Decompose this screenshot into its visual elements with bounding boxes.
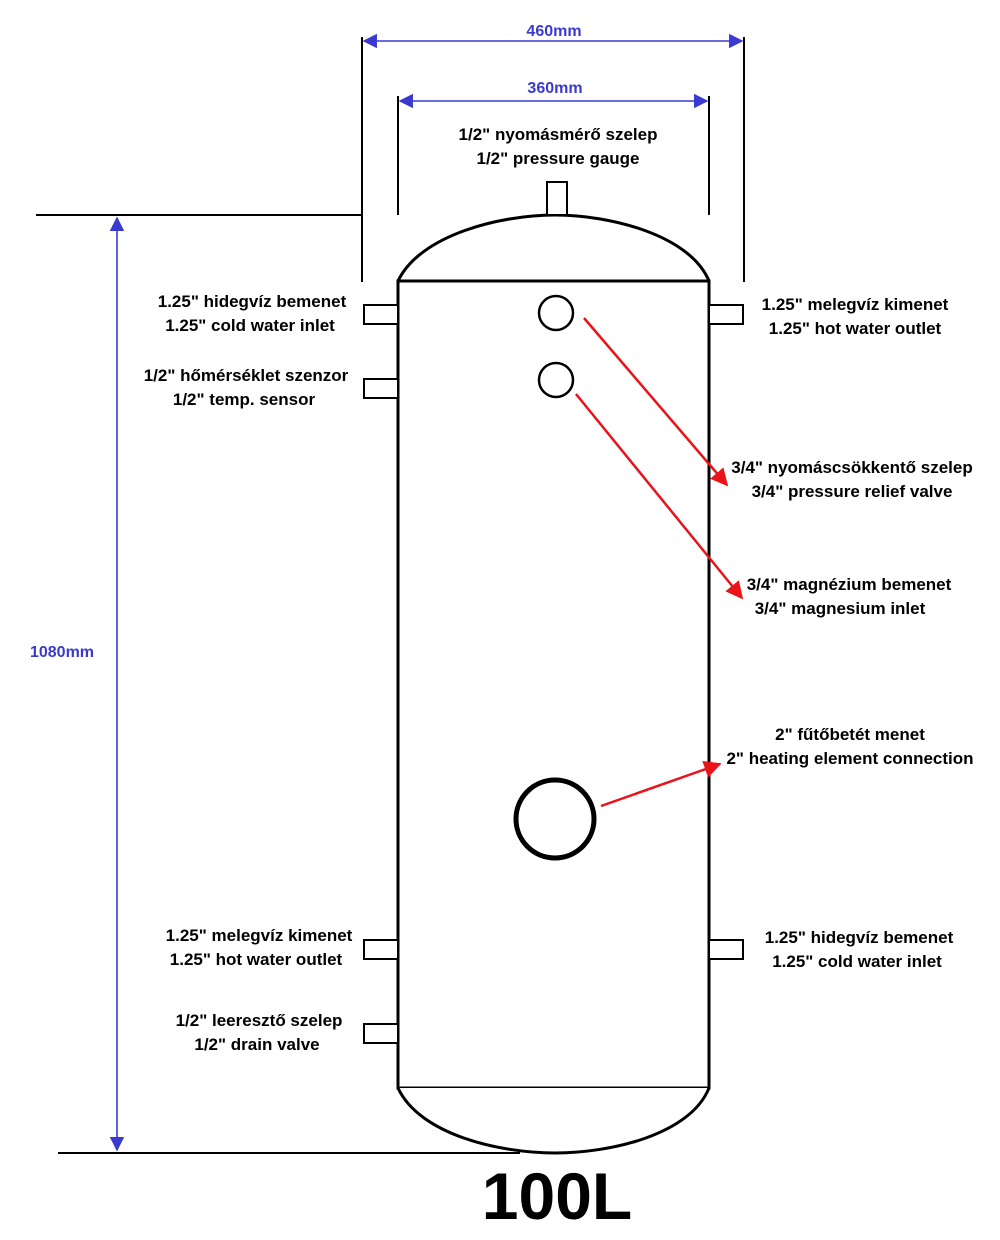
- right-cold-inlet-fitting: [708, 939, 744, 960]
- top-label-hu: 1/2" nyomásmérő szelep: [459, 125, 658, 144]
- right-hot-outlet-en: 1.25" hot water outlet: [769, 319, 942, 338]
- right-relief-valve-en: 3/4" pressure relief valve: [752, 482, 953, 501]
- right-heating-en: 2" heating element connection: [726, 749, 973, 768]
- heating-element-pointer: [600, 760, 722, 808]
- height-label: 1080mm: [30, 644, 94, 661]
- right-cold-inlet-en: 1.25" cold water inlet: [772, 952, 942, 971]
- extension-lines: [36, 37, 745, 1154]
- left-temp-sensor-fitting: [363, 378, 399, 399]
- relief-valve-pointer: [583, 317, 729, 487]
- tank-shell: [396, 279, 711, 1090]
- left-cold-inlet-fitting: [363, 304, 399, 325]
- left-temp-sensor-hu: 1/2" hőmérséklet szenzor: [144, 366, 349, 385]
- left-drain-en: 1/2" drain valve: [194, 1035, 319, 1054]
- outer-width-label: 460mm: [526, 23, 581, 40]
- left-hot-outlet-hu: 1.25" melegvíz kimenet: [166, 926, 353, 945]
- tank-bottom-dome: [396, 1087, 711, 1155]
- inner-width-label: 360mm: [527, 80, 582, 97]
- dimension-arrows: [109, 33, 744, 1152]
- left-temp-sensor-en: 1/2" temp. sensor: [173, 390, 316, 409]
- left-hot-outlet-en: 1.25" hot water outlet: [170, 950, 343, 969]
- magnesium-opening: [537, 361, 575, 399]
- right-hot-outlet-fitting: [708, 304, 744, 325]
- relief-valve-opening: [537, 294, 575, 332]
- left-drain-hu: 1/2" leeresztő szelep: [176, 1011, 343, 1030]
- right-magnesium-en: 3/4" magnesium inlet: [755, 599, 926, 618]
- right-cold-inlet-hu: 1.25" hidegvíz bemenet: [765, 928, 954, 947]
- right-relief-valve-hu: 3/4" nyomáscsökkentő szelep: [731, 458, 972, 477]
- left-cold-inlet-hu: 1.25" hidegvíz bemenet: [158, 292, 347, 311]
- top-label-en: 1/2" pressure gauge: [476, 149, 639, 168]
- right-magnesium-hu: 3/4" magnézium bemenet: [747, 575, 952, 594]
- heating-element-opening: [513, 777, 597, 861]
- capacity-label: 100L: [482, 1159, 632, 1233]
- tank: [396, 213, 711, 1155]
- right-heating-hu: 2" fűtőbetét menet: [775, 725, 925, 744]
- right-hot-outlet-hu: 1.25" melegvíz kimenet: [762, 295, 949, 314]
- left-cold-inlet-en: 1.25" cold water inlet: [165, 316, 335, 335]
- tank-top-dome: [396, 213, 711, 282]
- front-openings: [513, 294, 597, 861]
- left-drain-fitting: [363, 1023, 399, 1044]
- side-fittings: [363, 304, 744, 1044]
- pressure-gauge-fitting: [546, 181, 568, 216]
- pointer-arrows: [575, 317, 744, 808]
- magnesium-pointer: [575, 393, 744, 600]
- left-hot-outlet-fitting: [363, 939, 399, 960]
